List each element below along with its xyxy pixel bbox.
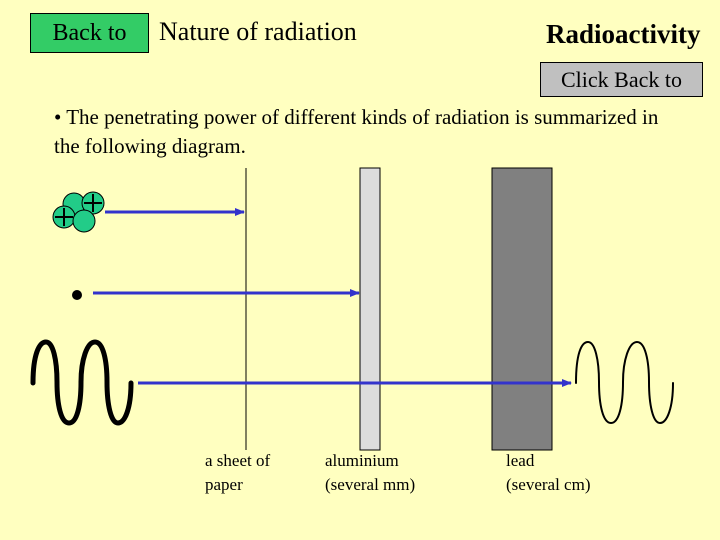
aluminium-label: aluminium (several mm) [325, 451, 416, 494]
alpha-particle-icon [52, 191, 105, 233]
gamma-wave-right-icon [575, 340, 674, 425]
beta-particle-icon [72, 290, 82, 300]
intro-text: • The penetrating power of different kin… [54, 105, 659, 158]
click-back-to-button[interactable]: Click Back to [540, 62, 703, 97]
aluminium-plate [359, 167, 381, 451]
lead-block [491, 167, 553, 451]
gamma-wave-left-icon [30, 339, 134, 426]
subtopic-title: Nature of radiation [159, 17, 357, 46]
page-title: Radioactivity [546, 19, 701, 49]
lead-label: lead (several cm) [506, 451, 591, 494]
back-to-button[interactable]: Back to [30, 13, 149, 53]
paper-label: a sheet of paper [205, 451, 271, 494]
